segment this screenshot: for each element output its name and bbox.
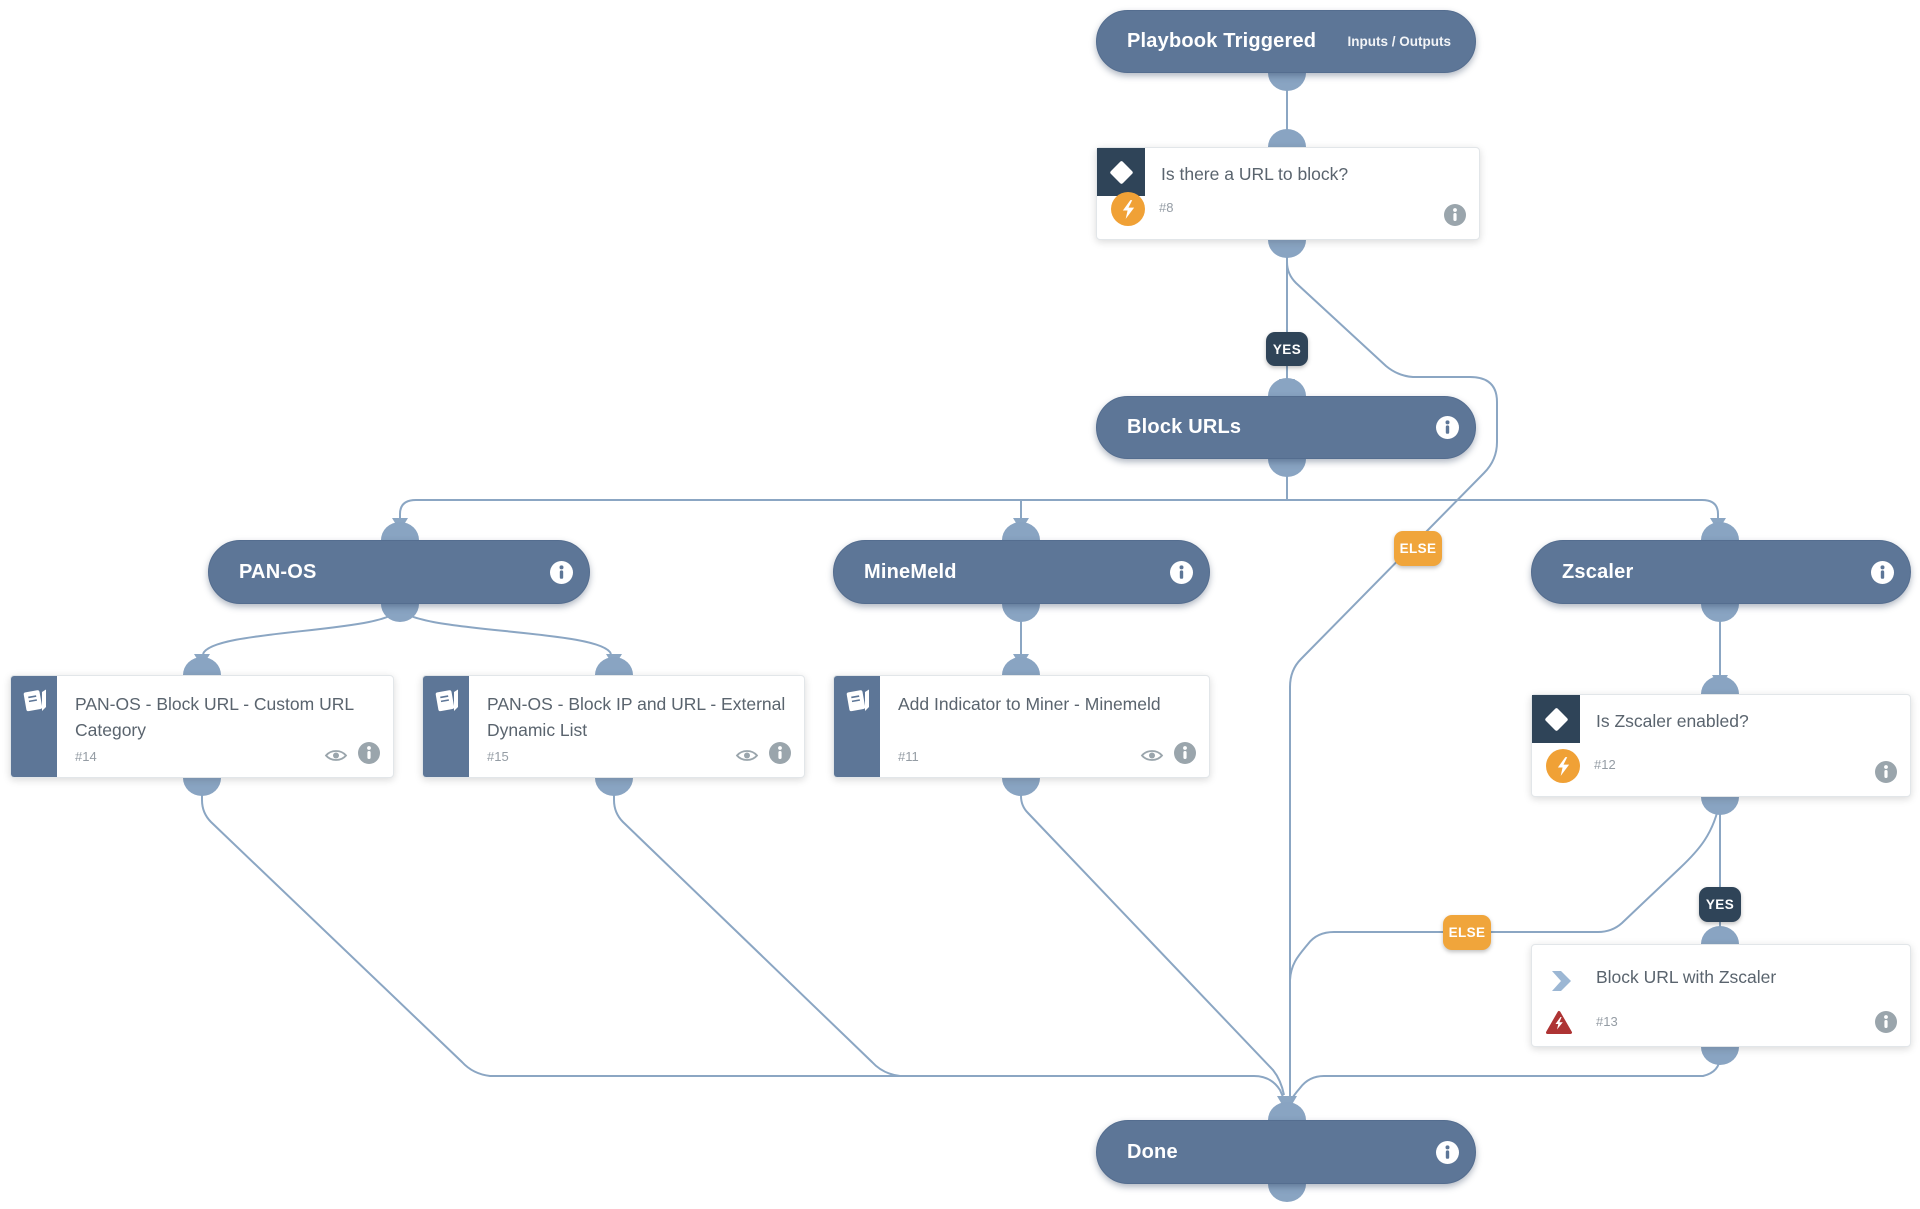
info-icon[interactable]	[1436, 1140, 1459, 1164]
playbook-book-icon	[21, 688, 48, 718]
node-title: Zscaler	[1562, 560, 1634, 583]
edge-panos-to-14	[202, 605, 401, 655]
playbook-book-icon	[844, 688, 871, 718]
node-title: Block URL with Zscaler	[1596, 967, 1777, 987]
playbook-book-icon	[433, 688, 460, 718]
node-done[interactable]: Done	[1096, 1120, 1476, 1184]
automation-bolt-icon	[1111, 192, 1145, 226]
node-task-block-url-custom[interactable]: PAN-OS - Block URL - Custom URL Category…	[10, 675, 394, 778]
edge-panos-to-15	[399, 605, 612, 655]
task-number: #15	[487, 749, 509, 764]
automation-bolt-icon	[1546, 749, 1580, 783]
edge-12-else	[1289, 799, 1721, 1002]
info-icon[interactable]	[1436, 416, 1459, 439]
manual-task-chevron-icon	[1549, 971, 1573, 991]
node-title: Done	[1127, 1140, 1178, 1163]
edge-branch-rail	[399, 499, 1719, 518]
task-number: #13	[1596, 1014, 1618, 1029]
info-icon[interactable]	[358, 742, 380, 764]
info-icon[interactable]	[1871, 560, 1894, 584]
node-cond-zscaler-enabled[interactable]: Is Zscaler enabled? #12	[1531, 694, 1911, 797]
info-icon[interactable]	[1875, 761, 1897, 783]
node-title: Block URLs	[1127, 416, 1242, 438]
condition-diamond-icon	[1097, 148, 1145, 196]
node-title: Is there a URL to block?	[1161, 164, 1349, 184]
badge-yes-url: YES	[1266, 332, 1308, 366]
inputs-outputs-link[interactable]: Inputs / Outputs	[1347, 34, 1452, 49]
info-icon[interactable]	[1174, 742, 1196, 764]
playbook-task-sidebar	[834, 676, 880, 777]
node-title: Add Indicator to Miner - Minemeld	[898, 694, 1161, 714]
playbook-task-sidebar	[11, 676, 57, 777]
node-title: Playbook Triggered	[1127, 30, 1317, 52]
edge-15-to-done	[613, 778, 1254, 1077]
node-title: PAN-OS	[239, 560, 317, 583]
node-cond-url-to-block[interactable]: Is there a URL to block? #8	[1096, 147, 1480, 240]
node-title: Is Zscaler enabled?	[1596, 711, 1749, 731]
node-block-urls[interactable]: Block URLs	[1096, 396, 1476, 459]
edge-14-to-done	[201, 778, 1284, 1098]
eye-preview-icon[interactable]	[735, 748, 759, 763]
edge-cond-else	[1286, 240, 1498, 1098]
task-number: #11	[898, 749, 919, 764]
node-minemeld[interactable]: MineMeld	[833, 540, 1210, 604]
node-task-block-ip-url-edl[interactable]: PAN-OS - Block IP and URL - External Dyn…	[422, 675, 805, 778]
node-task-add-indicator[interactable]: Add Indicator to Miner - Minemeld #11	[833, 675, 1210, 778]
task-number: #14	[75, 749, 97, 764]
badge-else-zscaler: ELSE	[1443, 915, 1491, 950]
info-icon[interactable]	[1875, 1011, 1897, 1033]
node-pan-os[interactable]: PAN-OS	[208, 540, 590, 604]
info-icon[interactable]	[1170, 560, 1193, 584]
edge-13-to-done	[1290, 1047, 1721, 1101]
info-icon[interactable]	[1444, 204, 1466, 226]
eye-preview-icon[interactable]	[324, 748, 348, 763]
edge-11-to-done	[1020, 778, 1285, 1096]
node-title: PAN-OS - Block URL - Custom URL Category	[75, 694, 354, 741]
node-zscaler[interactable]: Zscaler	[1531, 540, 1911, 604]
playbook-task-sidebar	[423, 676, 469, 777]
error-triangle-icon	[1545, 1010, 1573, 1035]
node-playbook-triggered[interactable]: Playbook Triggered Inputs / Outputs	[1096, 10, 1476, 73]
node-title: MineMeld	[864, 560, 957, 583]
badge-yes-zscaler: YES	[1699, 887, 1741, 922]
badge-else-url: ELSE	[1394, 531, 1442, 566]
arrowheads	[194, 131, 1728, 1113]
eye-preview-icon[interactable]	[1140, 748, 1164, 763]
node-title: PAN-OS - Block IP and URL - External Dyn…	[487, 694, 786, 741]
task-number: #12	[1594, 757, 1616, 772]
task-number: #8	[1159, 200, 1174, 215]
info-icon[interactable]	[550, 560, 573, 584]
condition-diamond-icon	[1532, 695, 1580, 743]
info-icon[interactable]	[769, 742, 791, 764]
node-task-block-url-zscaler[interactable]: Block URL with Zscaler #13	[1531, 944, 1911, 1047]
